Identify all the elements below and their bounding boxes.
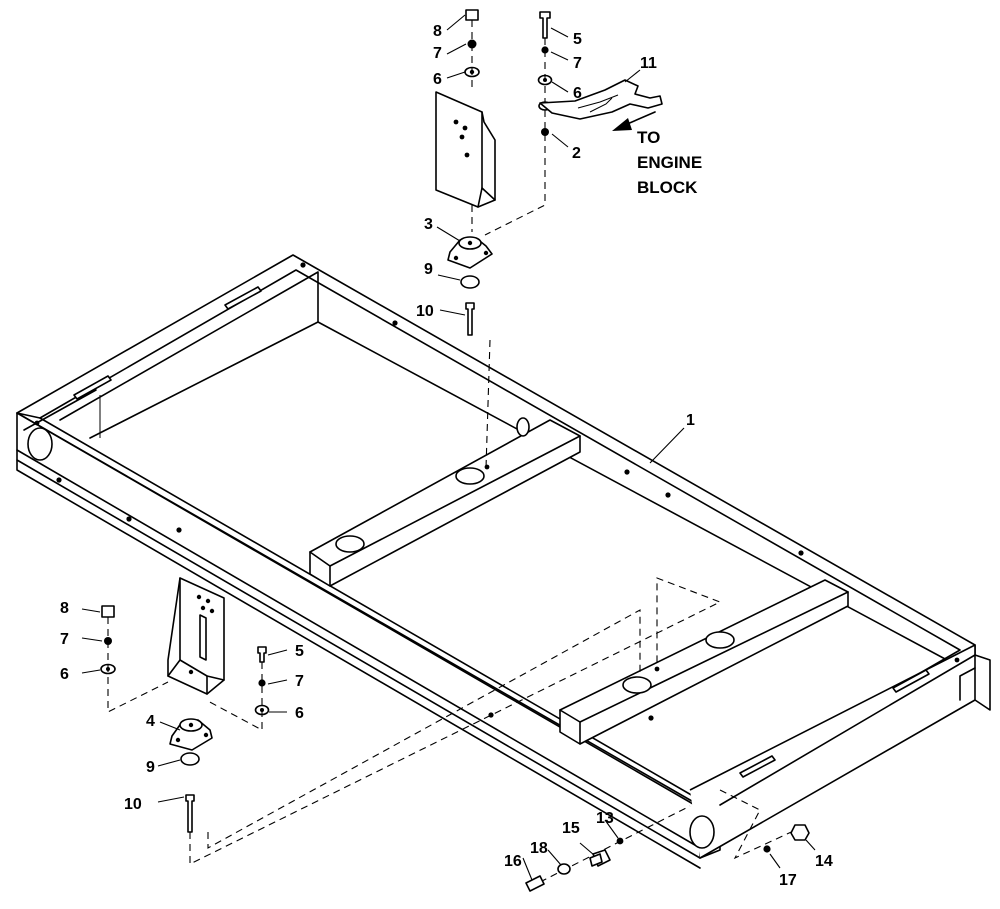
callout-18: 18: [530, 840, 548, 857]
note-line-3: BLOCK: [637, 178, 698, 197]
callout-16: 16: [504, 853, 522, 870]
callout-5-top: 5: [573, 31, 582, 48]
callout-17: 17: [779, 872, 797, 889]
callout-6-top-left: 6: [433, 71, 442, 88]
callout-7-bottom-left: 7: [60, 631, 69, 648]
bottom-right-fastener-stack: [205, 646, 288, 731]
callout-6-bottom-right: 6: [295, 705, 304, 722]
callout-4: 4: [146, 713, 155, 730]
isolator-mount-bottom: [157, 577, 722, 865]
end-fastener-cluster: [522, 789, 816, 892]
top-right-fastener-stack: [484, 11, 569, 236]
callout-6-top-right: 6: [573, 85, 582, 102]
ground-strap: [539, 69, 663, 131]
isolator-mount-top: [436, 205, 493, 470]
note-line-2: ENGINE: [637, 153, 702, 172]
callout-labels: 1 2 3 4 5 5 6 6 6 6 7 7 7 7 8 8 9 9 10 1…: [60, 23, 833, 889]
note-line-1: TO: [637, 128, 660, 147]
callout-14: 14: [815, 853, 833, 870]
callout-1: 1: [686, 412, 695, 429]
callout-10-top: 10: [416, 303, 434, 320]
engine-block-note: TO ENGINE BLOCK: [637, 128, 702, 197]
callout-5-bottom: 5: [295, 643, 304, 660]
top-left-fastener-stack: [446, 9, 480, 92]
callout-3: 3: [424, 216, 433, 233]
callout-2: 2: [572, 145, 581, 162]
callout-7-bottom-right: 7: [295, 673, 304, 690]
callout-11: 11: [640, 55, 657, 72]
callout-6-bottom-left: 6: [60, 666, 69, 683]
callout-15: 15: [562, 820, 580, 837]
callout-8-bottom: 8: [60, 600, 69, 617]
callout-9-top: 9: [424, 261, 433, 278]
callout-8-top: 8: [433, 23, 442, 40]
top-mount-bracket: [435, 91, 496, 208]
callout-9-bottom: 9: [146, 759, 155, 776]
callout-7-top-left: 7: [433, 45, 442, 62]
callout-13: 13: [596, 810, 614, 827]
callout-7-top-right: 7: [573, 55, 582, 72]
base-frame: [16, 254, 991, 869]
bottom-left-fastener-stack: [81, 605, 169, 713]
bottom-mount-bracket: [167, 577, 225, 695]
callout-10-bottom: 10: [124, 796, 142, 813]
